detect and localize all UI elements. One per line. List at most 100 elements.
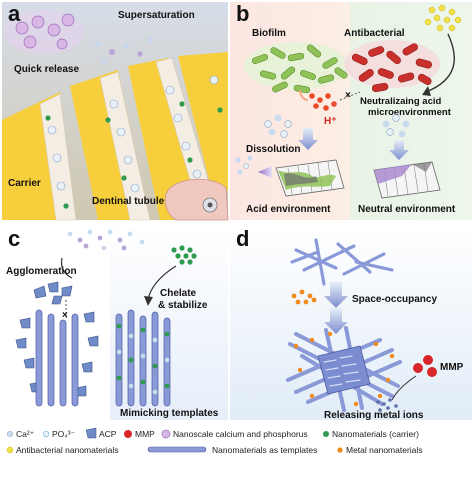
mimicking-templates-label: Mimicking templates	[120, 408, 219, 419]
ion-dot	[123, 43, 129, 49]
nanoscale-particle	[165, 85, 175, 95]
small-ion-dots	[235, 155, 253, 175]
nano-ca-p-legend-label: Nanoscale calcium and phosphorus	[173, 429, 308, 439]
antibacterial-label: Antibacterial	[344, 28, 405, 39]
neutral-arrow	[389, 140, 409, 160]
quick-release-label: Quick release	[14, 64, 79, 75]
quick-release-cloud	[4, 10, 153, 65]
carrier-band	[178, 52, 228, 200]
panel-c-letter: c	[8, 226, 20, 251]
arrowhead	[144, 296, 153, 306]
acp-agglomerates	[15, 281, 99, 397]
down-arrow-2	[324, 308, 348, 334]
tangled-templates	[290, 238, 394, 286]
acp-legend-marker	[85, 427, 97, 439]
nanoscale-particle	[192, 169, 202, 179]
neutral-environment-label: Neutral environment	[358, 204, 456, 215]
panel-b: b Biofilm Antibacterial	[230, 1, 472, 220]
carrier-dot	[187, 157, 193, 163]
metal-nanoparticles	[291, 289, 317, 305]
nanoscale-particle	[130, 183, 140, 193]
supersaturation-label: Supersaturation	[118, 10, 195, 21]
antibacterial-arrow	[425, 33, 455, 93]
legend: Ca²⁺ PO₄³⁻ ACP MMP Nanoscale calcium and…	[2, 422, 472, 480]
template-rods-left	[35, 309, 79, 407]
nanoscale-particle	[173, 113, 183, 123]
neutral-enamel-block	[373, 161, 441, 199]
mineral-on-templates	[116, 323, 170, 395]
releasing-metal-ions-label: Releasing metal ions	[324, 410, 424, 421]
blocked-cross-icon: ×	[62, 310, 68, 321]
inhibited-bacteria	[344, 40, 440, 93]
nanoscale-particle	[56, 181, 66, 191]
ca-legend-marker	[6, 430, 14, 438]
chelate-label-1: Chelate	[160, 288, 197, 299]
ion-cloud-right	[382, 114, 410, 138]
antibacterial-legend-label: Antibacterial nanomaterials	[16, 445, 119, 455]
dissolution-arrow	[298, 128, 318, 150]
panel-a: a Supersaturation Quick release Carrier …	[2, 1, 229, 221]
acid-enamel-block	[275, 159, 345, 197]
panel-d-letter: d	[236, 226, 249, 251]
neutralizing-label-2: microenvironment	[368, 107, 452, 118]
antibacterial-legend-marker	[6, 446, 14, 454]
panel-c: c Agglomeration Chelate & stabilize	[2, 224, 228, 420]
calcium-phosphorus-particle	[47, 23, 61, 37]
panel-b-letter: b	[236, 1, 249, 26]
acid-environment-label: Acid environment	[246, 204, 331, 215]
carrier-dot	[121, 175, 127, 181]
nano-carrier-legend-marker	[323, 431, 329, 437]
nanoscale-particle	[109, 99, 119, 109]
chelating-nanomaterials	[171, 245, 197, 265]
arrowhead	[422, 86, 431, 96]
carrier-label: Carrier	[8, 178, 41, 189]
ion-dot	[109, 49, 115, 55]
metal-on-lattice	[293, 331, 395, 407]
template-legend-marker	[147, 446, 207, 453]
carrier-dot	[105, 117, 111, 123]
neutralizing-label-1: Neutralizaing acid	[360, 96, 441, 107]
tubule-channel	[99, 71, 151, 221]
ion-dot	[147, 37, 153, 43]
panel-a-letter: a	[8, 1, 21, 26]
nanoscale-particle	[181, 141, 191, 151]
calcium-phosphorus-particle	[15, 21, 29, 35]
nanoscale-particle	[209, 75, 219, 85]
calcium-phosphorus-particle	[61, 13, 75, 27]
tubule-particles	[45, 75, 223, 209]
nanoscale-particle	[47, 125, 57, 135]
calcium-phosphorus-particle	[23, 35, 37, 49]
mmp-legend-marker	[124, 430, 132, 438]
template-legend-label: Nanomaterials as templates	[212, 445, 317, 455]
metal-legend-label: Metal nanomaterials	[346, 445, 423, 455]
nano-ca-p-legend-marker	[161, 429, 171, 439]
acid-arrow	[299, 89, 309, 101]
dissolution-label: Dissolution	[246, 144, 300, 155]
biofilm-label: Biofilm	[252, 28, 286, 39]
nanoscale-particle	[52, 153, 62, 163]
biofilm-matrix	[244, 42, 348, 90]
calcium-phosphorus-particle	[56, 38, 68, 50]
antibacterial-nanoparticles	[424, 4, 462, 32]
mmp-label: MMP	[440, 362, 464, 373]
carrier-dot	[45, 115, 51, 121]
agglomeration-label: Agglomeration	[6, 266, 77, 277]
mmp-legend-label: MMP	[135, 429, 155, 439]
space-occupancy-label: Space-occupancy	[352, 294, 437, 305]
metal-legend-marker	[337, 447, 343, 453]
ion-dot	[95, 41, 101, 47]
dentinal-tubules	[39, 57, 215, 221]
po4-legend-marker	[42, 430, 50, 438]
panel-c-ion-cloud	[67, 229, 145, 251]
nano-carrier-legend-label: Nanomaterials (carrier)	[332, 429, 419, 439]
h-plus-cluster	[309, 93, 337, 111]
calcium-phosphorus-particle	[31, 15, 45, 29]
mmp-arrow	[391, 375, 417, 401]
legend-background	[2, 422, 472, 480]
nanoscale-particle	[116, 127, 126, 137]
mmp-enzymes	[413, 355, 437, 377]
h-plus-label: H⁺	[324, 116, 337, 127]
carrier-dot	[179, 101, 185, 107]
